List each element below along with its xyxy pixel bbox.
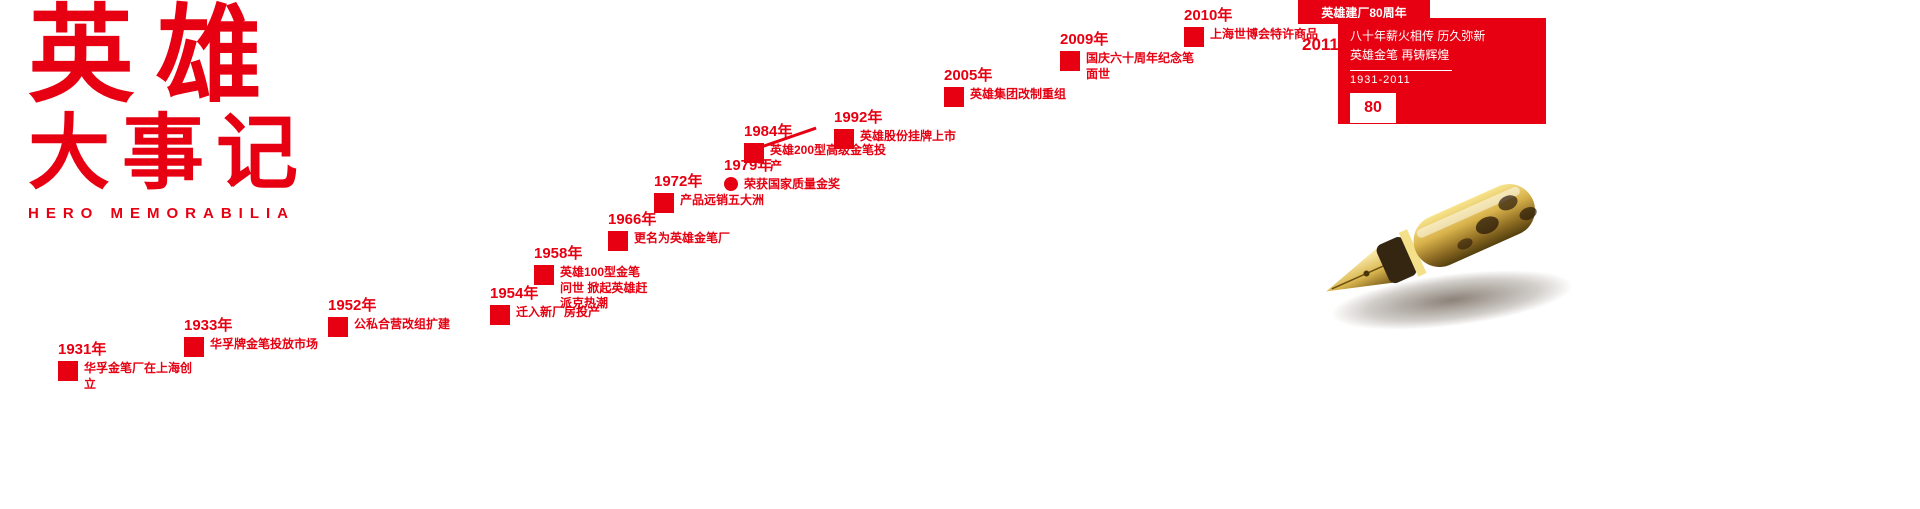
event-description: 英雄200型高级金笔投产 (770, 143, 887, 173)
event-description: 国庆六十周年纪念笔面世 (1086, 51, 1195, 81)
event-body: 迁入新厂房投产 (490, 305, 600, 325)
event-marker-icon (58, 361, 78, 381)
event-year-label: 2009年 (1060, 31, 1109, 48)
event-body: 英雄100型金笔问世 掀起英雄赶派克热潮 (534, 265, 652, 312)
milestone-2011-desc: 英雄建厂80周年 (1321, 5, 1407, 20)
event-marker-icon (184, 337, 204, 357)
timeline-event: 2009年 国庆六十周年纪念笔面世 (1060, 28, 1204, 82)
event-description: 英雄100型金笔问世 掀起英雄赶派克热潮 (560, 265, 648, 311)
event-marker-icon (490, 305, 510, 325)
title-line-1: 英雄 (28, 0, 284, 115)
timeline-event: 1933年 华孚牌金笔投放市场 (184, 314, 318, 357)
event-body: 英雄股份挂牌上市 (834, 129, 956, 149)
page-title: 英雄 大事记 HERO MEMORABILIA (28, 2, 310, 222)
event-description: 华孚牌金笔投放市场 (210, 337, 319, 351)
event-description: 产品远销五大洲 (680, 193, 765, 207)
event-year-label: 1992年 (834, 109, 883, 126)
event-body: 产品远销五大洲 (654, 193, 764, 213)
event-year-label: 1972年 (654, 173, 703, 190)
title-english: HERO MEMORABILIA (28, 204, 295, 222)
title-line-2: 大事记 (28, 108, 311, 200)
event-description: 华孚金笔厂在上海创立 (84, 361, 193, 391)
event-year-label: 1966年 (608, 211, 657, 228)
event-description: 荣获国家质量金奖 (744, 177, 841, 191)
event-year-label: 1958年 (534, 245, 583, 262)
event-description: 英雄集团改制重组 (970, 87, 1067, 101)
event-body: 公私合营改组扩建 (328, 317, 450, 337)
event-body: 上海世博会特许商品 (1184, 27, 1318, 47)
event-body: 华孚牌金笔投放市场 (184, 337, 318, 357)
event-year-label: 1931年 (58, 341, 107, 358)
event-marker-icon (534, 265, 554, 285)
event-marker-icon (654, 193, 674, 213)
timeline-event: 1958年 英雄100型金笔问世 掀起英雄赶派克热潮 (534, 242, 652, 312)
event-body: 更名为英雄金笔厂 (608, 231, 730, 251)
highlight-panel: 八十年薪火相传 历久弥新 英雄金笔 再铸辉煌 1931-2011 80 (1338, 18, 1546, 124)
event-body: 国庆六十周年纪念笔面世 (1060, 51, 1204, 82)
event-year-label: 2010年 (1184, 7, 1233, 24)
timeline-event: 1972年 产品远销五大洲 (654, 170, 764, 213)
panel-divider (1350, 70, 1452, 72)
panel-year-range: 1931-2011 (1350, 74, 1411, 87)
event-marker-icon (724, 177, 738, 191)
event-marker-icon (328, 317, 348, 337)
event-body: 英雄集团改制重组 (944, 87, 1066, 107)
timeline-event: 2010年 上海世博会特许商品 (1184, 4, 1318, 47)
event-year-label: 2005年 (944, 67, 993, 84)
event-body: 荣获国家质量金奖 (724, 177, 840, 193)
event-description: 迁入新厂房投产 (516, 305, 601, 319)
event-marker-icon (1060, 51, 1080, 71)
event-year-label: 1954年 (490, 285, 539, 302)
timeline-event: 1954年 迁入新厂房投产 (490, 282, 600, 325)
event-year-label: 1984年 (744, 123, 793, 140)
event-marker-icon (608, 231, 628, 251)
event-description: 上海世博会特许商品 (1210, 27, 1319, 41)
fountain-pen-svg (1326, 184, 1574, 330)
panel-line-2: 英雄金笔 再铸辉煌 (1350, 47, 1450, 62)
event-description: 公私合营改组扩建 (354, 317, 451, 331)
timeline-event: 1931年 华孚金笔厂在上海创立 (58, 338, 202, 392)
event-marker-icon (1184, 27, 1204, 47)
timeline-event: 1992年 英雄股份挂牌上市 (834, 106, 956, 149)
fountain-pen-image (1300, 148, 1575, 343)
event-description: 更名为英雄金笔厂 (634, 231, 731, 245)
event-year-label: 1933年 (184, 317, 233, 334)
event-description: 英雄股份挂牌上市 (860, 129, 957, 143)
event-marker-icon (834, 129, 854, 149)
timeline-event: 1966年 更名为英雄金笔厂 (608, 208, 730, 251)
event-year-label: 1952年 (328, 297, 377, 314)
event-marker-icon (944, 87, 964, 107)
event-body: 华孚金笔厂在上海创立 (58, 361, 202, 392)
panel-line-1: 八十年薪火相传 历久弥新 (1350, 29, 1486, 43)
timeline-event: 2005年 英雄集团改制重组 (944, 64, 1066, 107)
timeline-event: 1952年 公私合营改组扩建 (328, 294, 450, 337)
anniversary-badge: 80 (1350, 93, 1396, 124)
